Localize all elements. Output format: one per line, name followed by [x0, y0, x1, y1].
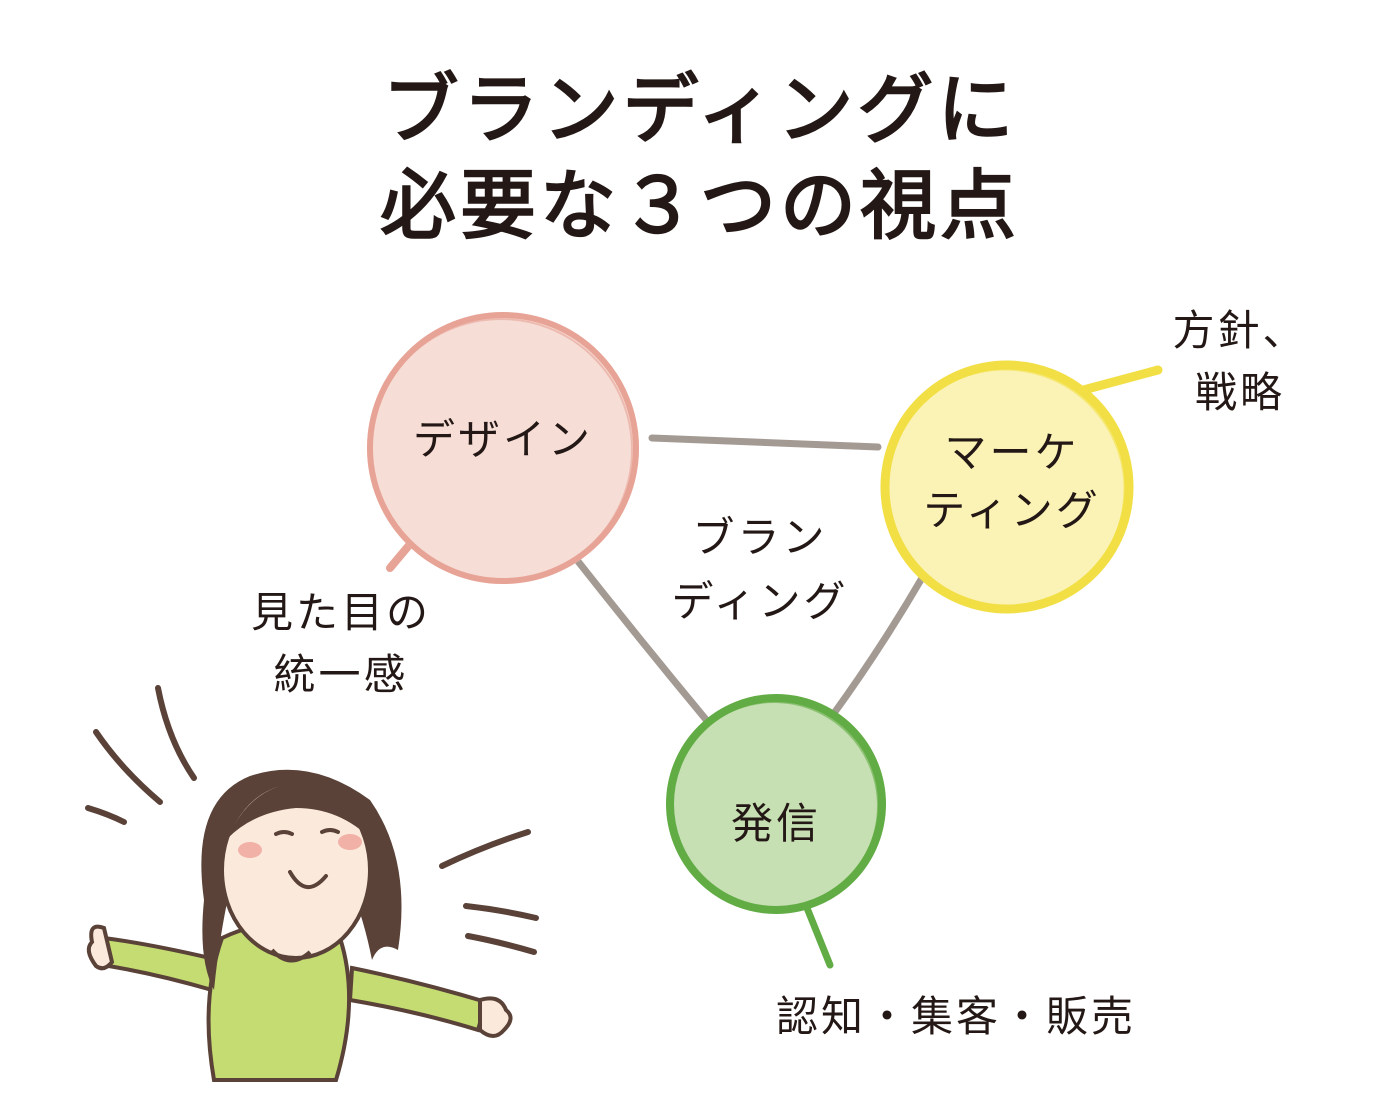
label-marketing: マーケ ティング [907, 424, 1117, 540]
label-marketing-line-1: マーケ [944, 428, 1080, 477]
note-design-line-2: 統一感 [273, 650, 409, 699]
connector-design-outreach [569, 551, 712, 726]
note-design-line-1: 見た目の [250, 588, 431, 637]
smile [288, 870, 328, 889]
hair-bangs [228, 782, 372, 840]
callout-line-marketing [1071, 365, 1163, 397]
title-line-1: ブランディングに [382, 65, 1018, 154]
circle-outreach [666, 694, 886, 914]
left-cheek [238, 842, 262, 858]
left-eye [274, 830, 294, 836]
right-hand [478, 996, 513, 1038]
note-outreach: 認知・集客・販売 [776, 992, 1137, 1041]
diagram-title: ブランディングに 必要な３つの視点 [0, 62, 1400, 254]
right-arm [347, 965, 489, 1033]
left-arm [93, 935, 215, 993]
note-design: 見た目の 統一感 [236, 582, 446, 706]
right-eye [320, 828, 340, 834]
title-line-2: 必要な３つの視点 [380, 161, 1020, 250]
callout-line-outreach [801, 899, 834, 969]
label-marketing-line-2: ティング [923, 486, 1101, 535]
connectors [569, 434, 926, 726]
label-design: デザイン [412, 415, 593, 464]
center-label-line-2: ディング [671, 577, 849, 626]
label-outreach: 発信 [730, 799, 821, 848]
collar [270, 948, 312, 963]
note-marketing-line-1: 方針、 [1172, 306, 1308, 355]
person-illustration [85, 685, 539, 1082]
connector-marketing-outreach [828, 574, 926, 720]
motion-lines [85, 685, 539, 955]
connector-design-marketing [648, 434, 882, 451]
note-marketing-line-2: 戦略 [1194, 368, 1285, 417]
left-hand [86, 924, 115, 971]
circle-design [367, 312, 639, 584]
circle-marketing [880, 360, 1134, 614]
note-marketing: 方針、 戦略 [1170, 300, 1310, 424]
right-cheek [338, 834, 362, 850]
center-label-line-1: ブラン [692, 513, 828, 562]
center-label: ブラン ディング [655, 506, 865, 634]
